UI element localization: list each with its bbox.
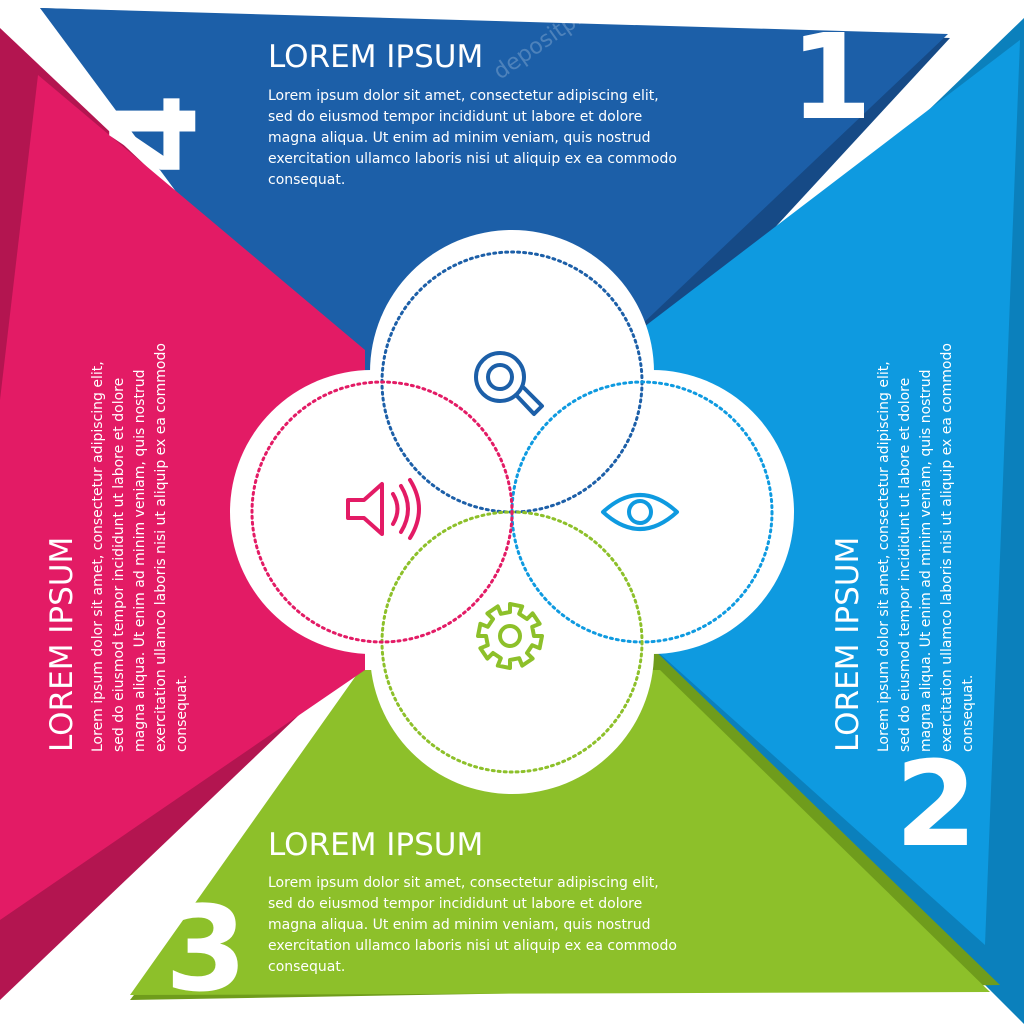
section-4-line-4: exercitation ullamco laboris nisi ut ali… [153,343,169,752]
section-1-line-2: sed do eiusmod tempor incididunt ut labo… [268,109,642,125]
section-3-line-1: Lorem ipsum dolor sit amet, consectetur … [268,875,659,891]
section-4-number: 4 [85,93,223,175]
section-3-line-3: magna aliqua. Ut enim ad minim veniam, q… [268,917,650,933]
speaker-icon [346,478,421,540]
section-1-line-5: consequat. [268,172,345,188]
section-2-line-5: consequat. [960,675,976,752]
section-3-line-5: consequat. [268,959,345,975]
section-4-line-3: magna aliqua. Ut enim ad minim veniam, q… [132,370,148,752]
gear-icon [476,602,544,670]
ring-4 [250,380,514,644]
section-1-title: LOREM IPSUM [268,39,483,75]
section-1-line-3: magna aliqua. Ut enim ad minim veniam, q… [268,130,650,146]
section-1-number: 1 [790,8,872,146]
section-4-title: LOREM IPSUM [44,537,80,752]
section-2-line-1: Lorem ipsum dolor sit amet, consectetur … [876,361,892,752]
section-3-panel [130,670,990,995]
section-2-number: 2 [895,735,977,873]
section-1-text: LOREM IPSUM Lorem ipsum dolor sit amet, … [268,39,677,188]
section-3-title: LOREM IPSUM [268,827,483,863]
section-4-line-2: sed do eiusmod tempor incididunt ut labo… [111,378,127,752]
section-1-panel [40,8,948,440]
section-1-line-4: exercitation ullamco laboris nisi ut ali… [268,151,677,167]
eye-icon [601,493,679,531]
section-3-text: LOREM IPSUM Lorem ipsum dolor sit amet, … [268,827,677,975]
section-3-number: 3 [165,880,247,1018]
dotted-rings [250,250,774,774]
magnifier-icon [474,351,544,416]
section-2-panel [600,40,1020,945]
section-2-line-4: exercitation ullamco laboris nisi ut ali… [939,343,955,752]
section-2-line-2: sed do eiusmod tempor incididunt ut labo… [897,378,913,752]
section-2-title: LOREM IPSUM [830,537,866,752]
section-1-line-1: Lorem ipsum dolor sit amet, consectetur … [268,88,659,104]
section-4-line-5: consequat. [174,675,190,752]
section-4-line-1: Lorem ipsum dolor sit amet, consectetur … [90,361,106,752]
section-3-line-2: sed do eiusmod tempor incididunt ut labo… [268,896,642,912]
section-4-text: LOREM IPSUM Lorem ipsum dolor sit amet, … [44,343,190,752]
section-4-panel [0,75,365,920]
section-2-text: LOREM IPSUM Lorem ipsum dolor sit amet, … [830,343,976,752]
section-3-line-4: exercitation ullamco laboris nisi ut ali… [268,938,677,954]
section-2-line-3: magna aliqua. Ut enim ad minim veniam, q… [918,370,934,752]
